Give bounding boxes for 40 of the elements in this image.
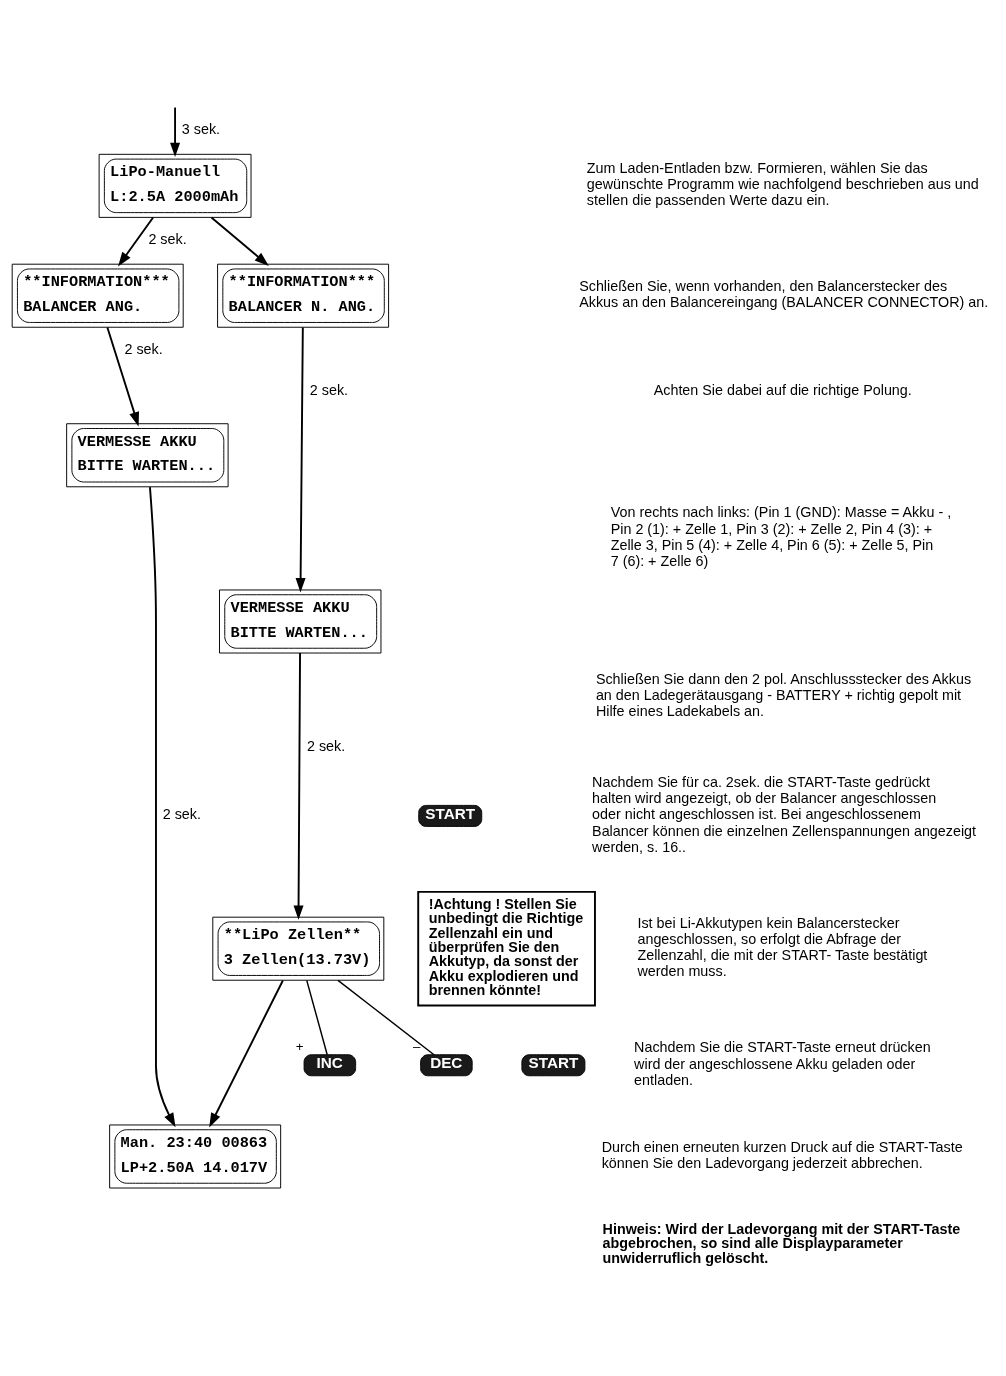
arrow [170, 106, 181, 157]
arrow [293, 651, 304, 920]
label: Nachdem Sie für ca. 2sek. die START-Taste gedrückt halten wird angezeigt, ob der Balancer angeschlossen oder nicht angeschlossen ist. Bei angeschlossenem Balancer können die einzelnen Zellenspannungen angezeigt werden, s. 16.. [592, 773, 977, 855]
node-box: VERMESSE AKKU BITTE WARTEN... [66, 422, 229, 487]
arrow [295, 325, 306, 592]
node-box: Man. 23:40 00863 LP+2.50A 14.017V [109, 1124, 282, 1188]
node-box: **INFORMATION*** BALANCER N. ANG. [217, 263, 390, 328]
node-label: – [413, 1038, 421, 1054]
node-box: START [521, 1053, 586, 1076]
edge-label: 2 sek. [148, 230, 187, 247]
node-box: **INFORMATION*** BALANCER ANG. [11, 263, 184, 328]
node-box: DEC [420, 1053, 473, 1076]
label: Ist bei Li-Akkutypen kein Balancerstecker angeschlossen, so erfolgt die Abfrage der Zellenzahl, die mit der START- Taste bestätigt werden muss. [637, 914, 928, 979]
node-box: LiPo-Manuell L:2.5A 2000mAh [98, 153, 252, 218]
arrow [118, 216, 155, 266]
edge-label: 2 sek. [306, 737, 346, 754]
arrow [149, 485, 176, 1127]
arrow [210, 216, 269, 266]
node-box: !Achtung ! Stellen Sie unbedingt die Richtige Zellenzahl ein und überprüfen Sie den Akkutyp, da sonst der Akku explodieren und brennen könnte! [417, 890, 596, 1006]
connector [337, 979, 435, 1055]
edge-label: 2 sek. [162, 805, 201, 822]
node-box: **LiPo Zellen** 3 Zellen(13.73V) [212, 916, 385, 981]
node-box: INC [303, 1053, 357, 1076]
edge-label: 3 sek. [181, 120, 221, 137]
label: Von rechts nach links: (Pin 1 (GND): Masse = Akku - , Pin 2 (1): + Zelle 1, Pin 3 (2): + Zelle 2, Pin 4 (3): + Zelle 3, Pin 5 (4): + Zelle 4, Pin 6 (5): + Zelle 5, Pin 7 (6): + Zelle 6) [610, 503, 952, 569]
label: Achten Sie dabei auf die richtige Polung. [653, 381, 912, 398]
arrow [106, 326, 140, 426]
label: Schließen Sie, wenn vorhanden, den Balancerstecker des Akkus an den Balancereingang (BALANCER CONNECTOR) an. [579, 277, 989, 310]
connector [306, 979, 328, 1055]
node-box: START [418, 804, 483, 827]
edge-label: 2 sek. [124, 340, 163, 357]
node-box: VERMESSE AKKU BITTE WARTEN... [219, 589, 382, 653]
label: Schließen Sie dann den 2 pol. Anschlussstecker des Akkus an den Ladegerätausgang - BATTERY + richtig gepolt mit Hilfe eines Ladekabels an. [595, 670, 972, 719]
node-label: + [295, 1038, 304, 1054]
label: Hinweis: Wird der Ladevorgang mit der START-Taste abgebrochen, so sind alle Displayparameter unwiderruflich gelöscht. [602, 1220, 961, 1266]
label: Zum Laden-Entladen bzw. Formieren, wählen Sie das gewünschte Programm wie nachfolgend beschrieben aus und stellen die passenden Werte dazu ein. [586, 159, 979, 208]
edge-label: 2 sek. [309, 381, 349, 398]
label: Nachdem Sie die START-Taste erneut drücken wird der angeschlossene Akku geladen oder entladen. [634, 1038, 931, 1088]
arrow [209, 979, 284, 1127]
label: Durch einen erneuten kurzen Druck auf die START-Taste können Sie den Ladevorgang jederzeit abbrechen. [601, 1138, 963, 1171]
